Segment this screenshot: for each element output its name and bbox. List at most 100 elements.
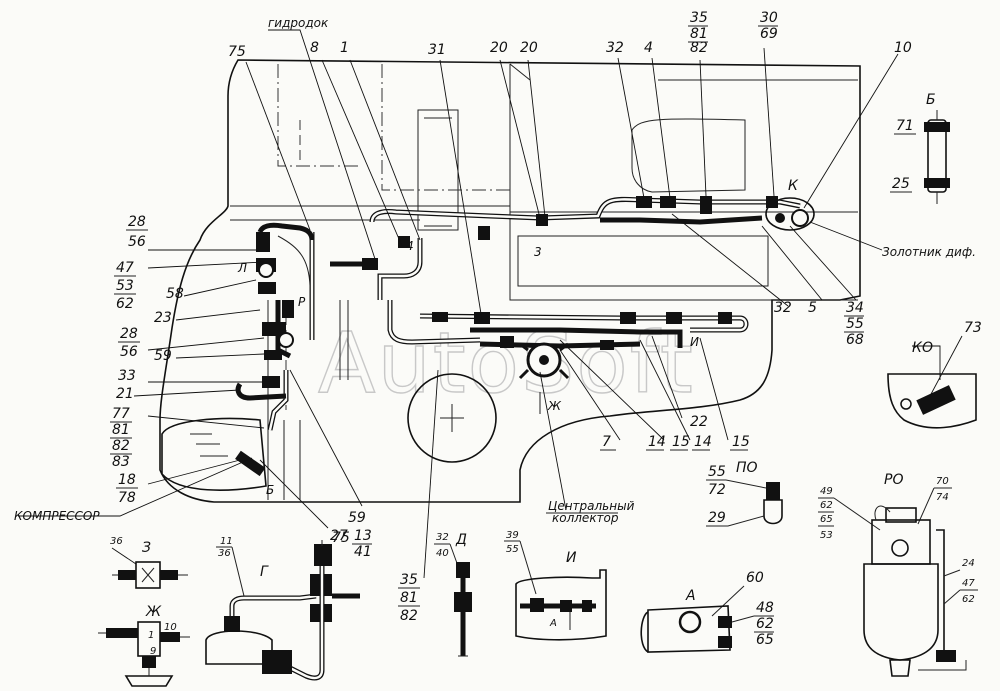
label-34: 34 <box>846 300 864 316</box>
label-32-top: 32 <box>606 40 624 56</box>
label-59-left: 59 <box>154 348 172 364</box>
label-53: 53 <box>116 278 134 294</box>
label-75-top: 75 <box>228 44 246 60</box>
label-1-zh: 1 <box>148 630 154 641</box>
label-32-d: 32 <box>436 532 449 543</box>
view-d-title: Д <box>455 532 467 548</box>
label-69: 69 <box>760 26 778 42</box>
label-31: 31 <box>428 42 446 58</box>
label-53-ro: 53 <box>820 530 833 541</box>
leader-lines <box>18 29 941 579</box>
view-b-title: Б <box>926 92 936 108</box>
label-zh: Ж <box>547 399 562 413</box>
bottom-labels: 59 75 35 81 82 13 41 27 <box>330 510 420 624</box>
top-labels: гидродок 75 8 1 31 20 20 32 4 35 81 82 3… <box>228 10 912 60</box>
label-k: К <box>788 178 799 194</box>
label-55-po: 55 <box>708 464 726 480</box>
label-60: 60 <box>746 570 764 586</box>
cab-outline <box>159 59 861 503</box>
label-15-right: 15 <box>732 434 750 450</box>
label-83: 83 <box>112 454 130 470</box>
central-collector-line2: коллектор <box>552 511 619 525</box>
central-collector-label: Центральный коллектор <box>546 499 635 525</box>
label-59-bottom: 59 <box>348 510 366 526</box>
label-74: 74 <box>936 492 949 503</box>
label-11-g: 11 <box>220 536 233 547</box>
label-5: 5 <box>808 300 817 316</box>
label-29: 29 <box>708 510 726 526</box>
fittings <box>235 196 815 477</box>
label-77: 77 <box>112 406 130 422</box>
label-35-bottom: 35 <box>400 572 418 588</box>
label-14-right: 14 <box>694 434 712 450</box>
label-32-right: 32 <box>774 300 792 316</box>
label-41: 41 <box>354 544 372 560</box>
label-s3: 3 <box>534 245 542 259</box>
label-70: 70 <box>936 476 949 487</box>
label-zolotnik: Золотник диф. <box>882 245 976 259</box>
view-po: ПО 55 72 29 <box>706 460 783 527</box>
view-a: А 60 48 62 65 <box>640 570 774 653</box>
label-81-top: 81 <box>690 26 708 42</box>
label-40: 40 <box>436 548 449 559</box>
label-33: 33 <box>118 368 136 384</box>
label-55-right: 55 <box>846 316 864 332</box>
view-ko-title: КО <box>912 340 933 356</box>
label-a-i: А <box>549 618 557 629</box>
view-g: 11 36 Г <box>205 536 360 681</box>
label-82-left: 82 <box>112 438 130 454</box>
label-58: 58 <box>166 286 184 302</box>
label-23: 23 <box>154 310 172 326</box>
label-62-ro: 62 <box>820 500 833 511</box>
label-71: 71 <box>896 118 914 134</box>
label-65-ro: 65 <box>820 514 833 525</box>
label-62b-ro: 62 <box>962 594 975 605</box>
label-56b: 56 <box>120 344 138 360</box>
label-18: 18 <box>118 472 136 488</box>
central-collector-line1: Центральный <box>548 499 635 513</box>
view-ko: КО 73 <box>887 320 982 429</box>
label-78: 78 <box>118 490 136 506</box>
label-47: 47 <box>116 260 134 276</box>
label-9-zh: 9 <box>150 646 156 657</box>
label-20a: 20 <box>490 40 508 56</box>
label-28b: 28 <box>120 326 138 342</box>
label-i: И <box>690 335 699 349</box>
label-56: 56 <box>128 234 146 250</box>
label-15b: 15 <box>672 434 690 450</box>
view-z-title: З <box>142 540 151 556</box>
label-10-zh: 10 <box>164 622 177 633</box>
view-po-title: ПО <box>736 460 758 476</box>
label-13: 13 <box>354 528 372 544</box>
label-62-left: 62 <box>116 296 134 312</box>
label-62-a: 62 <box>756 616 774 632</box>
label-24: 24 <box>962 558 975 569</box>
view-g-title: Г <box>260 564 269 580</box>
view-z: 36 З <box>110 536 188 589</box>
label-gidrodok: гидродок <box>268 16 329 30</box>
view-zh-title: Ж <box>145 604 162 620</box>
view-ro-title: РО <box>884 472 903 488</box>
view-d: 32 40 Д <box>434 532 472 657</box>
label-a4: 4 <box>406 239 414 253</box>
view-i: 39 55 И А <box>504 530 607 641</box>
label-82-bottom: 82 <box>400 608 418 624</box>
label-73: 73 <box>964 320 982 336</box>
label-75-bottom: 75 <box>332 530 350 546</box>
label-compressor: КОМПРЕССОР <box>14 509 100 523</box>
label-1: 1 <box>340 40 349 56</box>
label-r: Р <box>298 295 306 309</box>
label-b-small: Б <box>266 483 274 497</box>
label-72: 72 <box>708 482 726 498</box>
label-7: 7 <box>602 434 611 450</box>
label-36-z: 36 <box>110 536 123 547</box>
label-36-g: 36 <box>218 548 231 559</box>
label-81-left: 81 <box>112 422 130 438</box>
view-zh: Ж 1 9 10 <box>98 604 190 687</box>
internal-labels: К 4 3 Л Р И Ж Б <box>237 178 799 497</box>
label-55-i: 55 <box>506 544 519 555</box>
view-a-title: А <box>685 588 696 604</box>
label-14b: 14 <box>648 434 666 450</box>
